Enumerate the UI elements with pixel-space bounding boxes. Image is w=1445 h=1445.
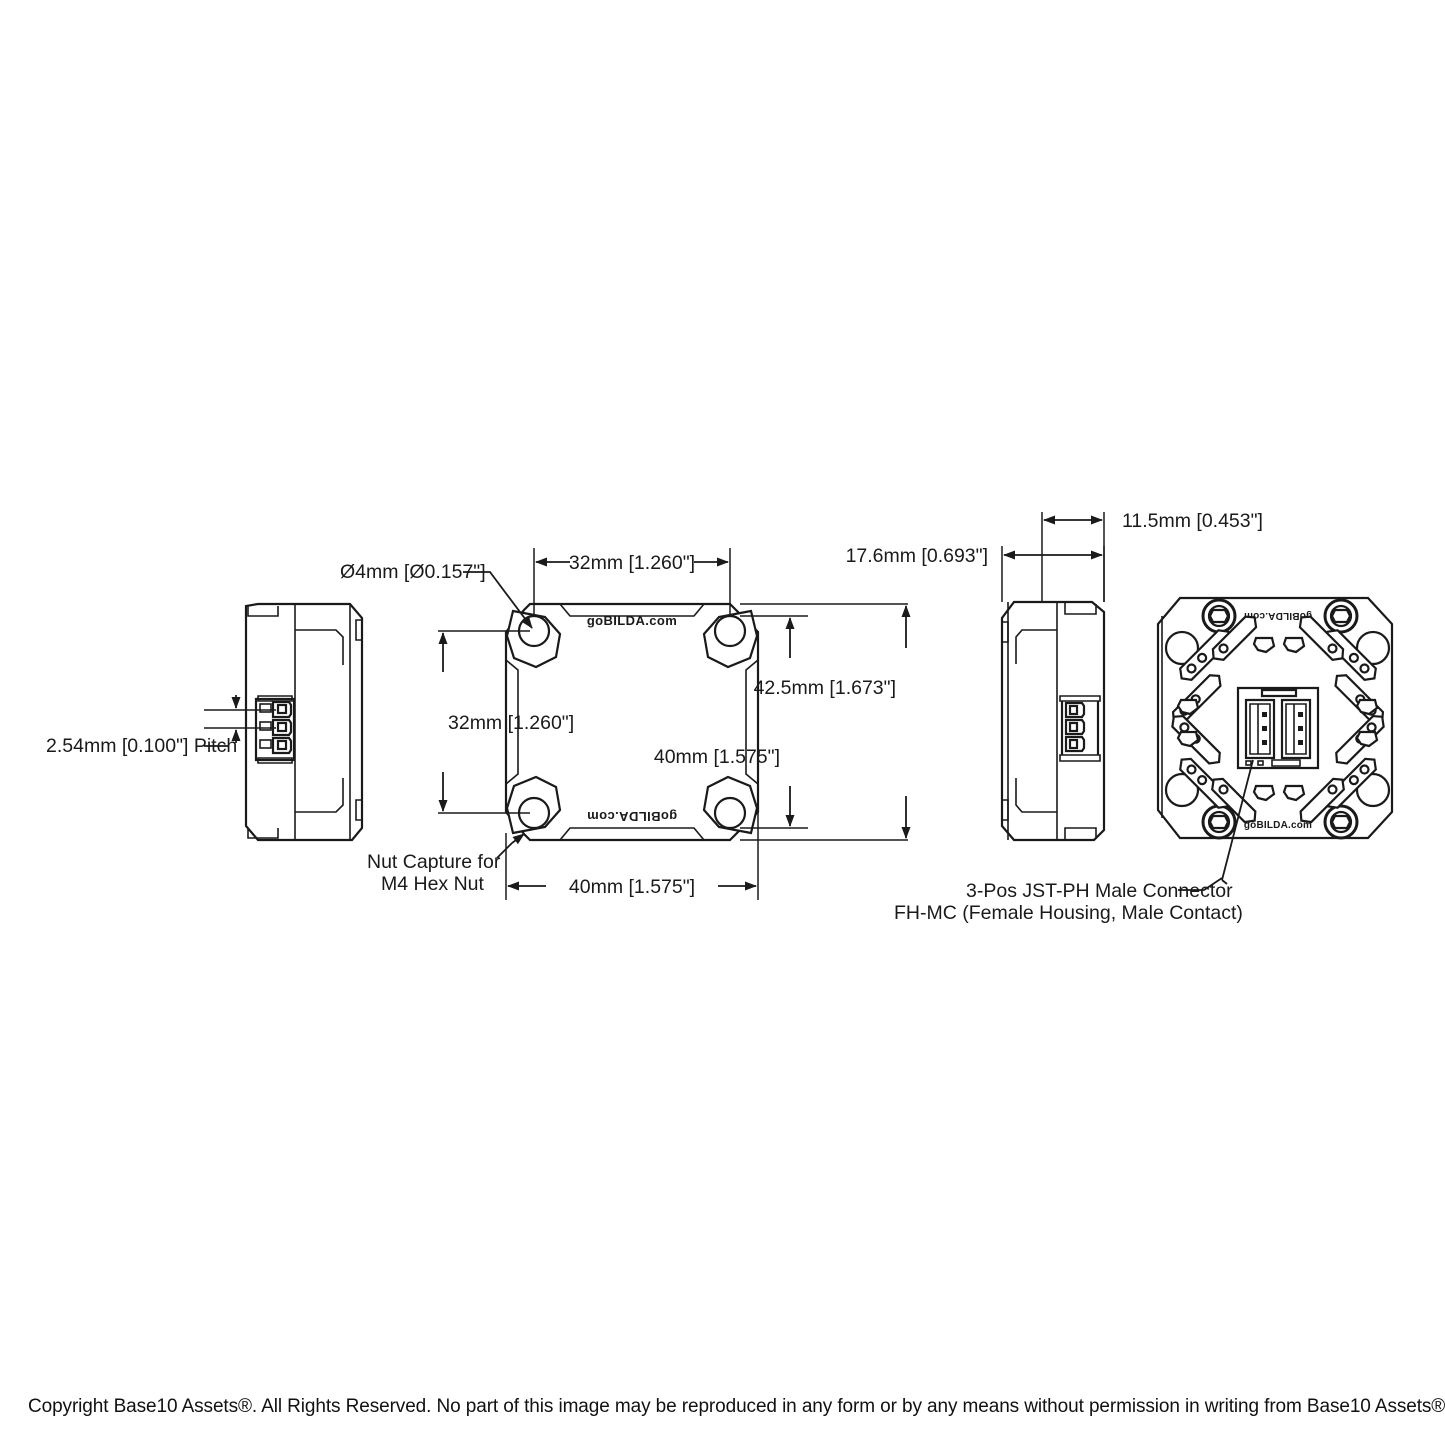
- back-view-connector: [1236, 686, 1320, 770]
- back-nut-capture-top-left: [1201, 598, 1237, 634]
- back-radial-slot-pattern: [1171, 615, 1385, 824]
- pitch-dimension: [204, 695, 276, 747]
- connector-label-line2: FH-MC (Female Housing, Male Contact): [894, 902, 1243, 924]
- front-brand-top: goBILDA.com: [587, 613, 677, 628]
- hole-spacing-v-label: 32mm [1.260"]: [448, 712, 574, 734]
- nut-capture-leader: [496, 833, 525, 859]
- body-height-dimension: [740, 615, 808, 829]
- nut-capture-top-left: [505, 609, 562, 669]
- overall-height-dimension: [740, 603, 911, 841]
- pitch-label: 2.54mm [0.100"] Pitch: [46, 735, 237, 757]
- depth-body-dimension: [1041, 512, 1105, 602]
- nut-capture-top-right: [702, 609, 759, 669]
- back-nut-capture-top-right: [1323, 598, 1359, 634]
- back-nut-capture-bottom-right: [1323, 804, 1359, 840]
- hole-diameter-label: Ø4mm [Ø0.157"]: [340, 561, 486, 583]
- nut-capture-bottom-left: [505, 775, 562, 835]
- front-brand-bottom: goBILDA.com: [587, 809, 677, 824]
- hole-spacing-h-label: 32mm [1.260"]: [569, 552, 695, 574]
- body-width-label: 40mm [1.575"]: [569, 876, 695, 898]
- hole-diameter-leader: [463, 571, 533, 629]
- connector-label-line1: 3-Pos JST-PH Male Connector: [966, 880, 1233, 902]
- depth-body-label: 11.5mm [0.453"]: [1122, 510, 1263, 532]
- depth-total-label: 17.6mm [0.693"]: [846, 545, 988, 567]
- left-view-connector: [254, 695, 296, 764]
- nut-capture-label-line2: M4 Hex Nut: [381, 873, 485, 895]
- body-height-label: 40mm [1.575"]: [654, 746, 780, 768]
- hole-spacing-v-dimension: [438, 630, 530, 814]
- back-nut-capture-bottom-left: [1201, 804, 1237, 840]
- overall-height-label: 42.5mm [1.673"]: [754, 677, 896, 699]
- back-brand-bottom: goBILDA.com: [1244, 820, 1312, 831]
- connector-leader: [1221, 759, 1254, 885]
- nut-capture-bottom-right: [702, 775, 759, 835]
- copyright-footer: Copyright Base10 Assets®. All Rights Res…: [28, 1396, 1445, 1417]
- hole-spacing-h-dimension: [533, 548, 731, 616]
- front-view: goBILDA.com goBILDA.com Ø4mm [Ø0.157"] 3…: [340, 548, 911, 900]
- left-side-view: 2.54mm [0.100"] Pitch: [46, 602, 364, 842]
- depth-total-dimension: [1001, 546, 1105, 602]
- nut-capture-label-line1: Nut Capture for: [367, 851, 501, 873]
- back-view: goBILDA.com goBILDA.com: [1156, 596, 1394, 885]
- back-brand-top: goBILDA.com: [1244, 610, 1312, 621]
- right-side-view: 11.5mm [0.453"] 17.6mm [0.693"]: [846, 510, 1263, 842]
- right-view-connector: [1059, 695, 1101, 762]
